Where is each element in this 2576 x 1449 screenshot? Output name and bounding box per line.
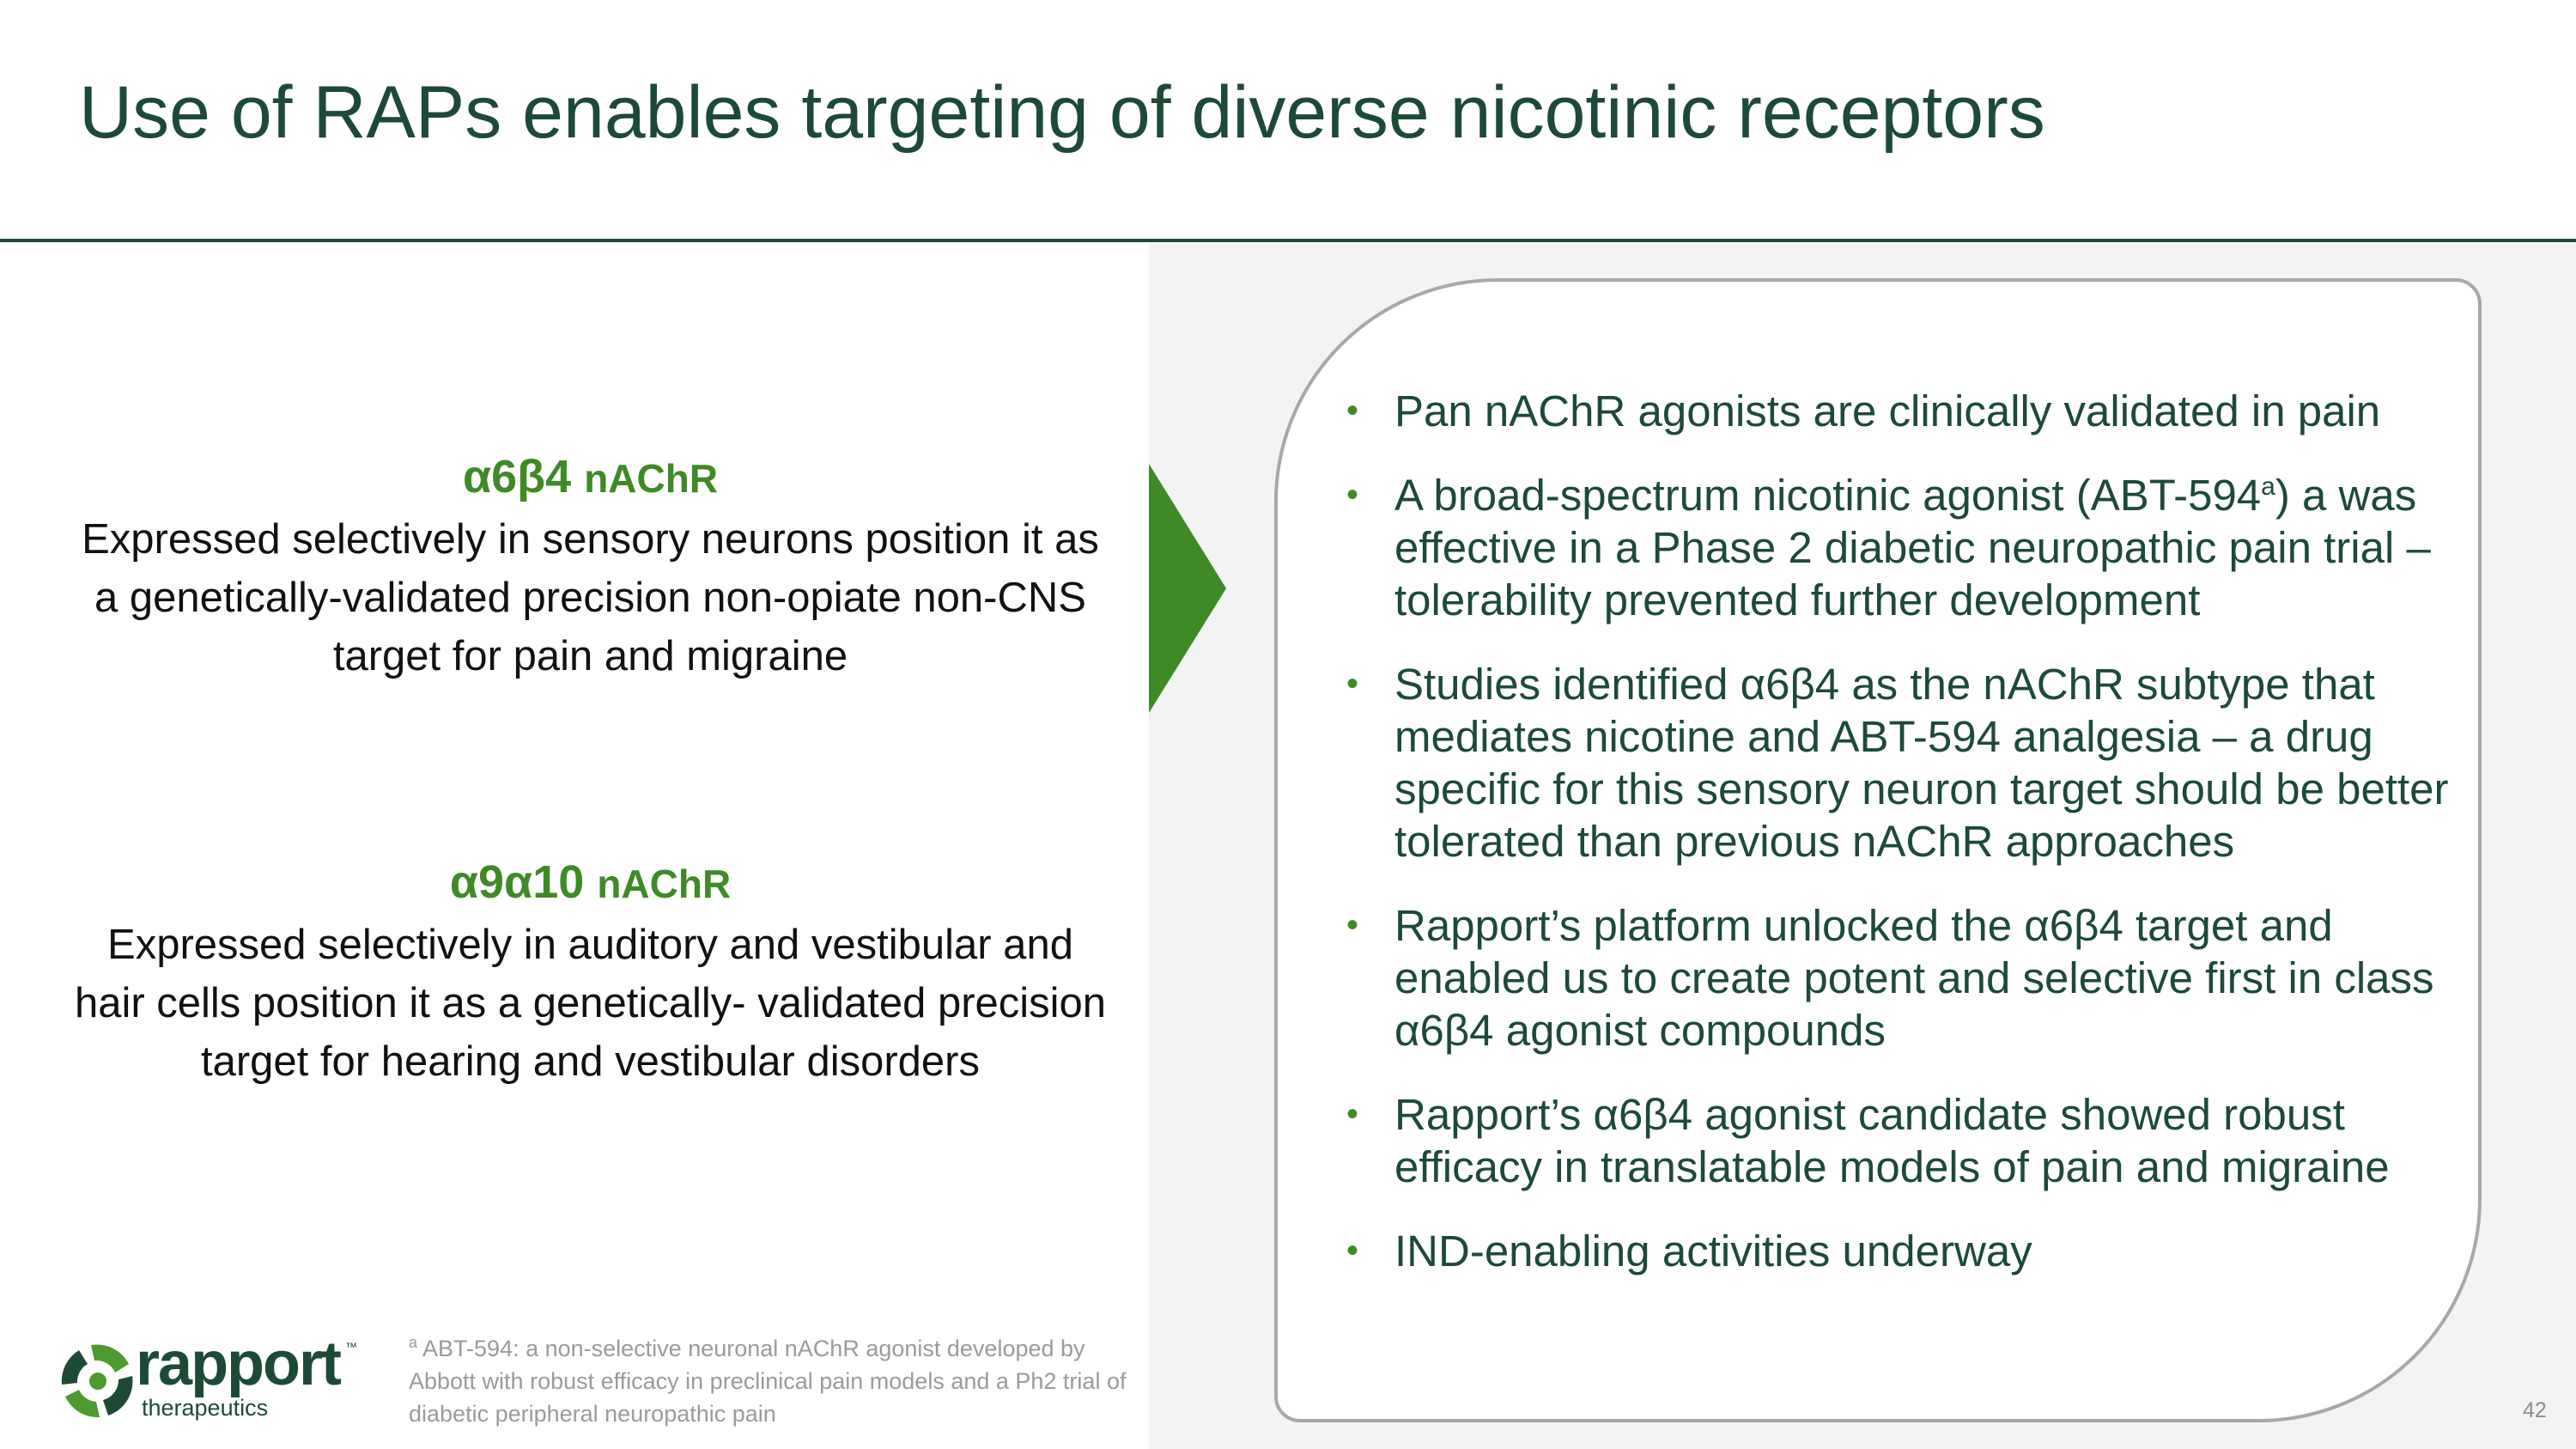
receptor-block-a6b4: α6β4 nAChR Expressed selectively in sens…	[69, 445, 1112, 685]
bullet-dot-icon: •	[1346, 476, 1359, 514]
page-number: 42	[2523, 1398, 2547, 1422]
bullet-item: •Pan nAChR agonists are clinically valid…	[1346, 387, 2381, 435]
receptor-block-a9a10: α9α10 nAChR Expressed selectively in aud…	[69, 850, 1112, 1091]
bullet-dot-icon: •	[1346, 1095, 1359, 1133]
bullet-dot-icon: •	[1346, 392, 1359, 429]
slide-title: Use of RAPs enables targeting of diverse…	[79, 71, 2045, 154]
rapport-logo-icon	[61, 1344, 133, 1418]
bullet-item: •Studies identified α6β4 as the nAChR su…	[1346, 660, 2449, 866]
bullet-dot-icon: •	[1346, 1232, 1359, 1269]
bullet-item: •Rapport’s platform unlocked the α6β4 ta…	[1346, 901, 2434, 1055]
receptor-heading: α6β4 nAChR	[462, 451, 719, 502]
bullet-item: •IND-enabling activities underway	[1346, 1227, 2032, 1275]
bullet-dot-icon: •	[1346, 906, 1359, 944]
bullet-dot-icon: •	[1346, 665, 1359, 703]
bullet-item: •A broad-spectrum nicotinic agonist (ABT…	[1346, 471, 2431, 624]
bullet-list: •Pan nAChR agonists are clinically valid…	[1340, 385, 2456, 1309]
receptor-description: Expressed selectively in auditory and ve…	[74, 922, 1107, 1085]
bullet-item: •Rapport’s α6β4 agonist candidate showed…	[1346, 1090, 2390, 1191]
title-divider	[0, 239, 2576, 242]
chevron-right-icon	[1149, 464, 1226, 713]
footnote-marker: a	[409, 1334, 418, 1351]
receptor-heading: α9α10 nAChR	[449, 856, 732, 908]
logo-subtitle: therapeutics	[142, 1395, 269, 1421]
footnote: a ABT-594: a non-selective neuronal nACh…	[409, 1334, 1127, 1427]
footnote-marker: a	[2261, 472, 2275, 501]
bullet-panel	[1274, 278, 2482, 1422]
receptor-description: Expressed selectively in sensory neurons…	[82, 516, 1099, 679]
logo-wordmark: rapport	[136, 1330, 342, 1398]
logo-trademark: ™	[345, 1340, 357, 1354]
